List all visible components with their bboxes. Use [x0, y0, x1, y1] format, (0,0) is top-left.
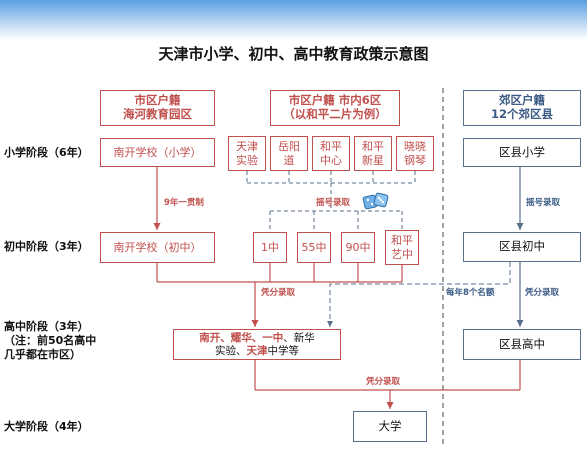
senior-line1-seg-1: 、新华 — [283, 331, 315, 344]
primary-heping-2: 岳阳道 — [270, 136, 308, 171]
label-score-junior: 凭分录取 — [261, 288, 296, 298]
city-senior-line1: 南开、耀华、一中、新华 — [199, 332, 315, 345]
stage-senior: 高中阶段（3年） （注：前50名高中 几乎都在市区） — [4, 320, 97, 361]
header-suburb: 郊区户籍 12个郊区县 — [463, 90, 581, 126]
senior-line1-seg-0: 南开、耀华、一中 — [199, 331, 284, 344]
label-score-suburb: 凭分录取 — [525, 288, 560, 298]
nankai-primary-box: 南开学校（小学） — [100, 138, 215, 167]
senior-line2-seg-0: 实验、 — [215, 344, 247, 357]
stage-primary: 小学阶段（6年） — [4, 146, 89, 159]
label-quota: 每年8个名额 — [446, 288, 495, 298]
label-lottery-suburb: 摇号录取 — [526, 198, 561, 208]
senior-line2-seg-1: 天津 — [246, 344, 268, 357]
header-city-haihe: 市区户籍 海河教育园区 — [100, 90, 215, 126]
heping-junior-bracket — [269, 210, 403, 230]
primary-heping-1: 天津实验 — [228, 136, 266, 171]
junior-heping-2: 55中 — [297, 232, 331, 263]
label-score-uni: 凭分录取 — [366, 377, 401, 387]
dice-icon — [362, 192, 389, 210]
junior-heping-3: 90中 — [341, 232, 375, 263]
primary-heping-5: 晓晓钢琴 — [396, 136, 434, 171]
heping-primary-bracket — [246, 171, 416, 211]
primary-heping-4: 和平新星 — [354, 136, 392, 171]
primary-heping-3: 和平中心 — [312, 136, 350, 171]
senior-line2-seg-2: 中学等 — [267, 344, 300, 357]
city-senior-line2: 实验、天津中学等 — [215, 345, 299, 358]
header-band — [0, 0, 587, 40]
university-box: 大学 — [353, 411, 427, 442]
suburb-junior-box: 区县初中 — [463, 232, 581, 262]
suburb-senior-box: 区县高中 — [463, 329, 581, 360]
arrow-quota — [327, 262, 511, 327]
label-nine-year: 9年一贯制 — [164, 198, 204, 208]
stage-junior: 初中阶段（3年） — [4, 240, 89, 253]
header-city-six: 市区户籍 市内6区 （以和平二片为例） — [270, 90, 400, 126]
label-lottery-city: 摇号录取 — [316, 198, 351, 208]
suburb-primary-box: 区县小学 — [463, 138, 581, 167]
city-senior-box: 南开、耀华、一中、新华 实验、天津中学等 — [173, 329, 341, 360]
nankai-junior-box: 南开学校（初中） — [100, 232, 215, 263]
diagram-title: 天津市小学、初中、高中教育政策示意图 — [158, 45, 429, 63]
junior-heping-4: 和平艺中 — [385, 230, 419, 265]
junior-heping-1: 1中 — [253, 232, 287, 263]
stage-university: 大学阶段（4年） — [4, 420, 89, 433]
